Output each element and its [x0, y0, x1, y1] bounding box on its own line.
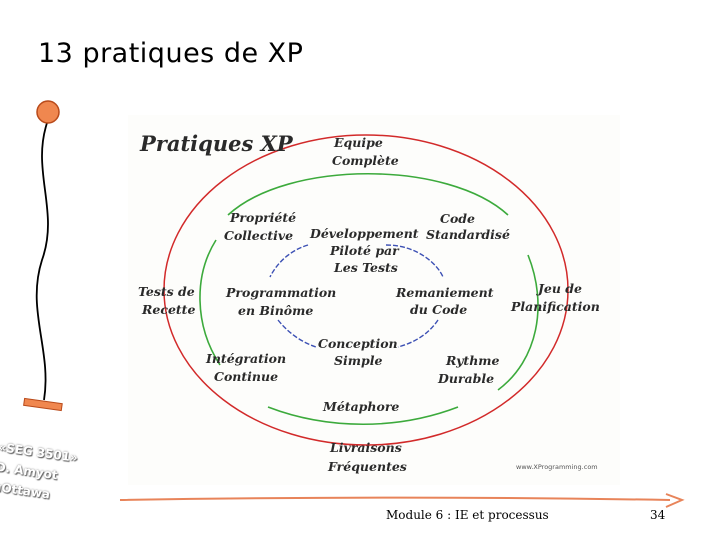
practice-integration-continue: Intégration Continue [205, 351, 290, 384]
footer-arrow-head [665, 493, 685, 508]
practice-jeu-planification: Jeu de Planification [510, 281, 600, 314]
middle-ring-arc-left [199, 239, 221, 366]
practice-rythme-durable: Rythme Durable [437, 353, 504, 386]
practice-tests-recette: Tests de Recette [138, 284, 199, 317]
footer-arrow-line [119, 496, 671, 501]
footer-module-label: Module 6 : IE et processus [386, 508, 549, 522]
xp-practices-diagram: Pratiques XP www.XProgramming.com Equipe… [128, 115, 620, 485]
decorative-pin-head [36, 100, 60, 124]
decorative-pin-base [23, 397, 63, 412]
practice-propriete-collective: Propriété Collective [224, 210, 300, 243]
author-stamp: «SEG 3501» D. Amyot uOttawa [0, 437, 87, 528]
inner-ring-arc-top-right [385, 244, 444, 278]
diagram-title: Pratiques XP [139, 131, 294, 156]
middle-ring-arc-right [497, 254, 539, 391]
practice-developpement-pilote-tests: Développement Piloté par Les Tests [309, 226, 423, 275]
practice-metaphore: Métaphore [322, 399, 399, 414]
decorative-string [35, 119, 49, 401]
inner-ring-arc-bottom-right [397, 319, 439, 348]
practice-programmation-binome: Programmation en Binôme [225, 285, 341, 318]
middle-ring-arc-top [227, 172, 509, 216]
outer-ring [163, 134, 569, 446]
middle-ring-arc-bottom [267, 406, 459, 425]
page-number: 34 [650, 508, 666, 522]
inner-ring-arc-bottom-left [277, 319, 317, 348]
inner-ring-arc-top-left [269, 244, 309, 278]
practice-equipe-complete: Equipe Complète [332, 135, 399, 168]
practice-livraisons-frequentes: Livraisons Fréquentes [327, 440, 407, 474]
slide-title: 13 pratiques de XP [38, 38, 304, 69]
diagram-watermark: www.XProgramming.com [516, 463, 598, 471]
practice-code-standardise: Code Standardisé [426, 211, 510, 242]
practice-remaniement-code: Remaniement du Code [395, 285, 498, 317]
practice-conception-simple: Conception Simple [318, 336, 402, 368]
